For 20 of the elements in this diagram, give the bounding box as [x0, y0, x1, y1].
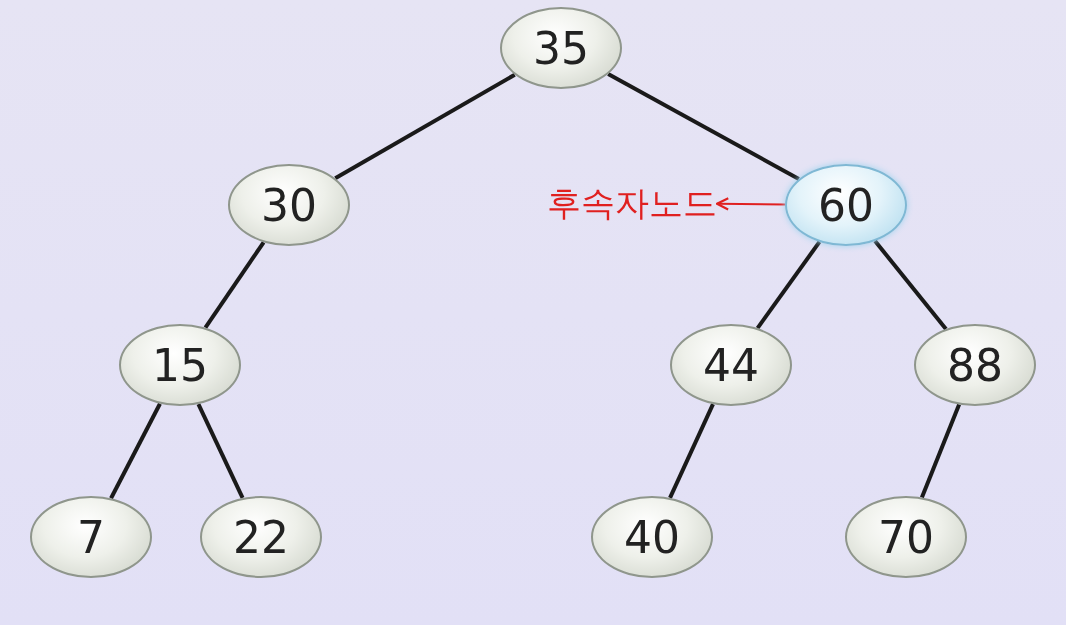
connector-line: [607, 72, 800, 181]
connector-line: [334, 72, 516, 181]
connector-line: [668, 403, 715, 499]
tree-node: 30: [228, 164, 350, 246]
tree-node: 70: [845, 496, 967, 578]
connector-line: [196, 403, 245, 499]
handwritten-note: 후속자노드: [547, 183, 717, 223]
tree-node: 22: [200, 496, 322, 578]
tree-node: 40: [591, 496, 713, 578]
tree-node: 88: [914, 324, 1036, 406]
arrow: [715, 197, 786, 211]
tree-node: 15: [119, 324, 241, 406]
tree-node: 44: [670, 324, 792, 406]
tree-node: 60: [785, 164, 907, 246]
connector-line: [755, 240, 822, 330]
tree-node: 7: [30, 496, 152, 578]
connector-line: [920, 403, 961, 499]
tree-node: 35: [500, 7, 622, 89]
connector-line: [873, 239, 948, 331]
connector-line: [203, 241, 266, 329]
